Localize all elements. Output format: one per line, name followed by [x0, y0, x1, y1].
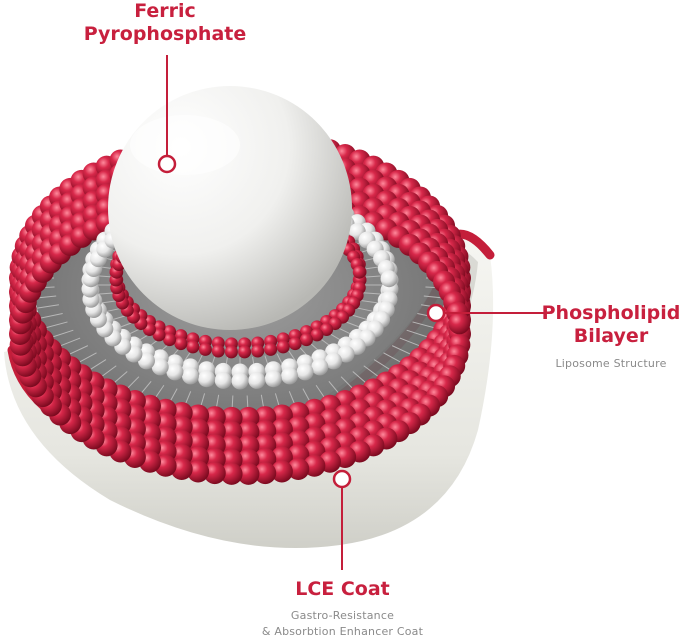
- lipid-head-bead: [264, 370, 282, 388]
- lipid-head-bead: [174, 337, 188, 351]
- lipid-head-bead: [448, 312, 471, 335]
- lipid-head-bead: [288, 337, 302, 351]
- lipid-head-bead: [264, 342, 278, 356]
- lipid-head-bead: [352, 265, 366, 279]
- lipid-head-bead: [151, 358, 169, 376]
- ferric-pyrophosphate-core: [108, 86, 352, 330]
- lipid-head-bead: [198, 342, 212, 356]
- lce-subtitle-line1: Gastro-Resistance: [290, 609, 395, 622]
- lipid-head-bead: [254, 462, 277, 485]
- phospholipid-label-line2: Bilayer: [573, 325, 649, 347]
- lipid-head-bead: [181, 367, 199, 385]
- lipid-head-bead: [237, 462, 260, 485]
- core-highlight: [130, 115, 240, 175]
- lipid-head-bead: [337, 345, 355, 363]
- lipid-head-bead: [220, 462, 243, 485]
- lipid-head-bead: [325, 352, 343, 370]
- lipid-head-bead: [238, 345, 252, 359]
- phospholipid-bilayer-label: Phospholipid Bilayer: [536, 302, 686, 348]
- ferric-callout-dot: [157, 154, 177, 174]
- lce-callout-dot: [332, 469, 352, 489]
- lce-subtitle: Gastro-Resistance & Absorbtion Enhancer …: [200, 608, 485, 640]
- phospholipid-subtitle: Liposome Structure: [555, 357, 667, 370]
- lipid-head-bead: [311, 358, 329, 376]
- lce-coat-label: LCE Coat: [295, 578, 390, 600]
- lipid-head-bead: [251, 344, 265, 358]
- lipid-head-bead: [320, 323, 334, 337]
- phospholipid-callout-dot: [426, 303, 446, 323]
- lipid-head-bead: [310, 328, 324, 342]
- lipid-head-bead: [231, 372, 249, 390]
- lipid-head-bead: [203, 462, 226, 485]
- lipid-head-bead: [224, 345, 238, 359]
- lipid-head-bead: [198, 370, 216, 388]
- lipid-head-bead: [187, 460, 210, 483]
- lipid-head-bead: [276, 340, 290, 354]
- lipid-head-bead: [281, 367, 299, 385]
- lipid-head-bead: [137, 352, 155, 370]
- lipid-head-bead: [214, 371, 232, 389]
- ferric-pyrophosphate-label: Ferric Pyrophosphate: [0, 0, 330, 46]
- lipid-head-bead: [163, 333, 177, 347]
- lipid-head-bead: [287, 457, 310, 480]
- lipid-head-bead: [166, 363, 184, 381]
- phospholipid-label-line1: Phospholipid: [541, 302, 681, 324]
- lce-subtitle-line2: & Absorbtion Enhancer Coat: [261, 625, 424, 638]
- lipid-head-bead: [186, 340, 200, 354]
- lipid-head-bead: [380, 270, 398, 288]
- lipid-head-bead: [270, 460, 293, 483]
- ferric-label-line2: Pyrophosphate: [83, 23, 247, 45]
- lipid-head-bead: [296, 363, 314, 381]
- ferric-label-line1: Ferric: [134, 0, 196, 22]
- lipid-head-bead: [248, 371, 266, 389]
- lipid-head-bead: [211, 344, 225, 358]
- lipid-head-bead: [299, 333, 313, 347]
- lipid-head-bead: [152, 328, 166, 342]
